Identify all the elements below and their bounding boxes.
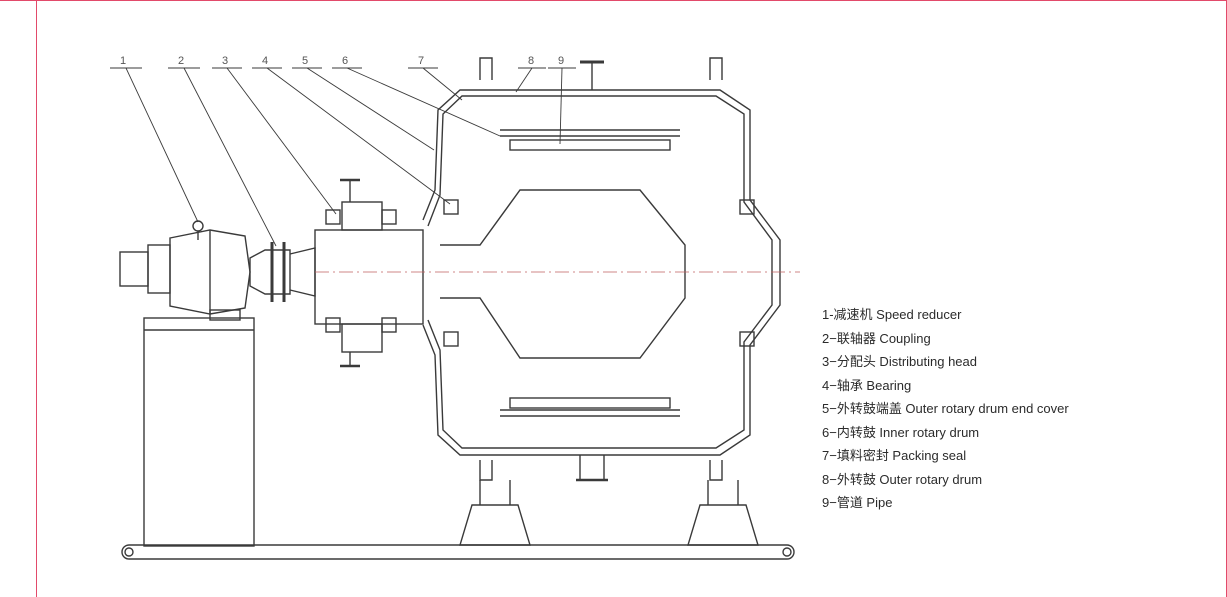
pipe-drawing (576, 60, 608, 482)
coupling-drawing (249, 242, 316, 302)
legend-item: 9−管道 Pipe (822, 495, 893, 510)
callout-8: 8 (528, 55, 534, 67)
legend-item: 3−分配头 Distributing head (822, 354, 977, 369)
speed-reducer-drawing (119, 220, 251, 321)
frame-left-border (36, 0, 37, 597)
frame-top-border (0, 0, 1227, 1)
callout-4: 4 (262, 55, 268, 67)
motor-stand (143, 317, 255, 547)
callout-3: 3 (222, 55, 228, 67)
legend-item: 6−内转鼓 Inner rotary drum (822, 424, 980, 440)
support-feet (459, 480, 759, 546)
callout-2: 2 (178, 55, 184, 67)
legend-item: 4−轴承 Bearing (822, 377, 912, 393)
distributing-head-drawing (314, 178, 424, 368)
legend-item: 1-减速机 Speed reducer (822, 307, 962, 322)
callout-leaders (110, 67, 576, 247)
outer-drum-drawing (422, 89, 781, 456)
base-rail (121, 544, 795, 560)
legend-item: 2−联轴器 Coupling (822, 330, 931, 346)
callout-6: 6 (342, 55, 348, 67)
end-cover-drawing (443, 57, 755, 481)
parts-legend: 1-减速机 Speed reducer 2−联轴器 Coupling 3−分配头… (822, 303, 1222, 515)
callout-numbers: 1 2 3 4 5 6 7 8 9 (120, 55, 564, 67)
legend-item: 8−外转鼓 Outer rotary drum (822, 471, 983, 487)
callout-1: 1 (120, 55, 126, 67)
callout-7: 7 (418, 55, 424, 67)
rotary-drum-technical-drawing: 1 2 3 4 5 6 7 8 9 (110, 55, 800, 560)
callout-5: 5 (302, 55, 308, 67)
legend-item: 7−填料密封 Packing seal (822, 448, 967, 463)
callout-9: 9 (558, 55, 564, 67)
legend-item: 5−外转鼓端盖 Outer rotary drum end cover (822, 401, 1069, 416)
